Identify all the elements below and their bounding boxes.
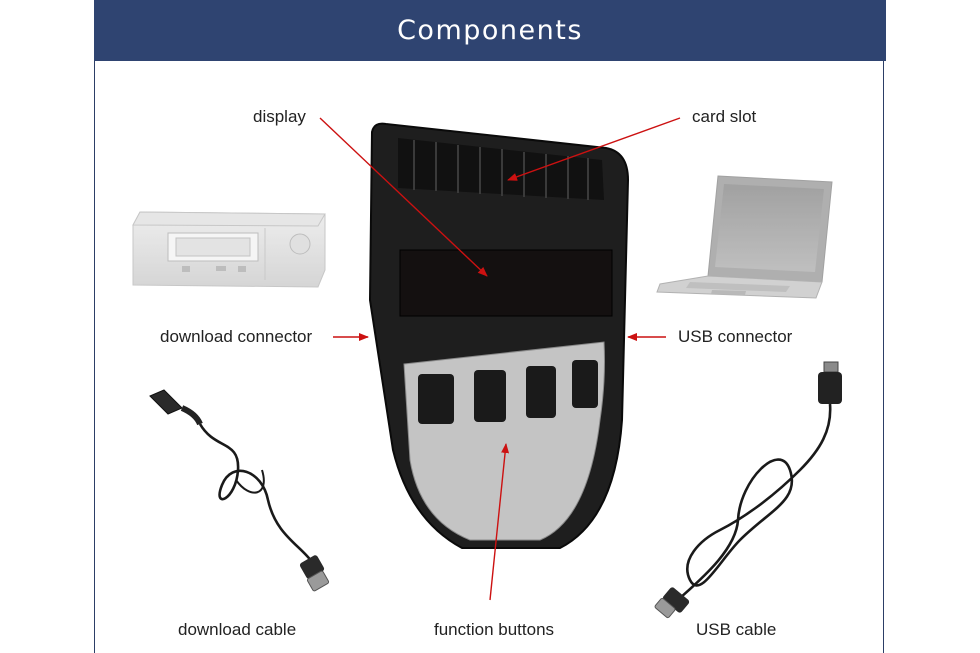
label-card-slot: card slot — [692, 107, 757, 126]
label-display: display — [253, 107, 306, 126]
label-usb-cable: USB cable — [696, 620, 777, 639]
tachograph-icon — [132, 211, 326, 288]
arrow-card-slot — [507, 117, 681, 181]
card-reader-device-icon — [368, 122, 630, 549]
arrow-display — [319, 117, 488, 277]
label-usb-connector: USB connector — [678, 327, 793, 346]
laptop-icon — [656, 175, 833, 299]
display-window — [399, 249, 613, 317]
download-cable-icon — [149, 389, 330, 592]
label-function-buttons: function buttons — [434, 620, 555, 639]
page-title: Components — [94, 0, 886, 61]
arrow-function-buttons — [489, 443, 510, 601]
callout-arrows — [319, 117, 681, 601]
card-slot-ribs — [398, 138, 604, 200]
function-button-group — [418, 360, 598, 424]
usb-cable-icon — [654, 361, 842, 619]
label-download-connector: download connector — [160, 327, 313, 346]
label-download-cable: download cable — [178, 620, 297, 639]
